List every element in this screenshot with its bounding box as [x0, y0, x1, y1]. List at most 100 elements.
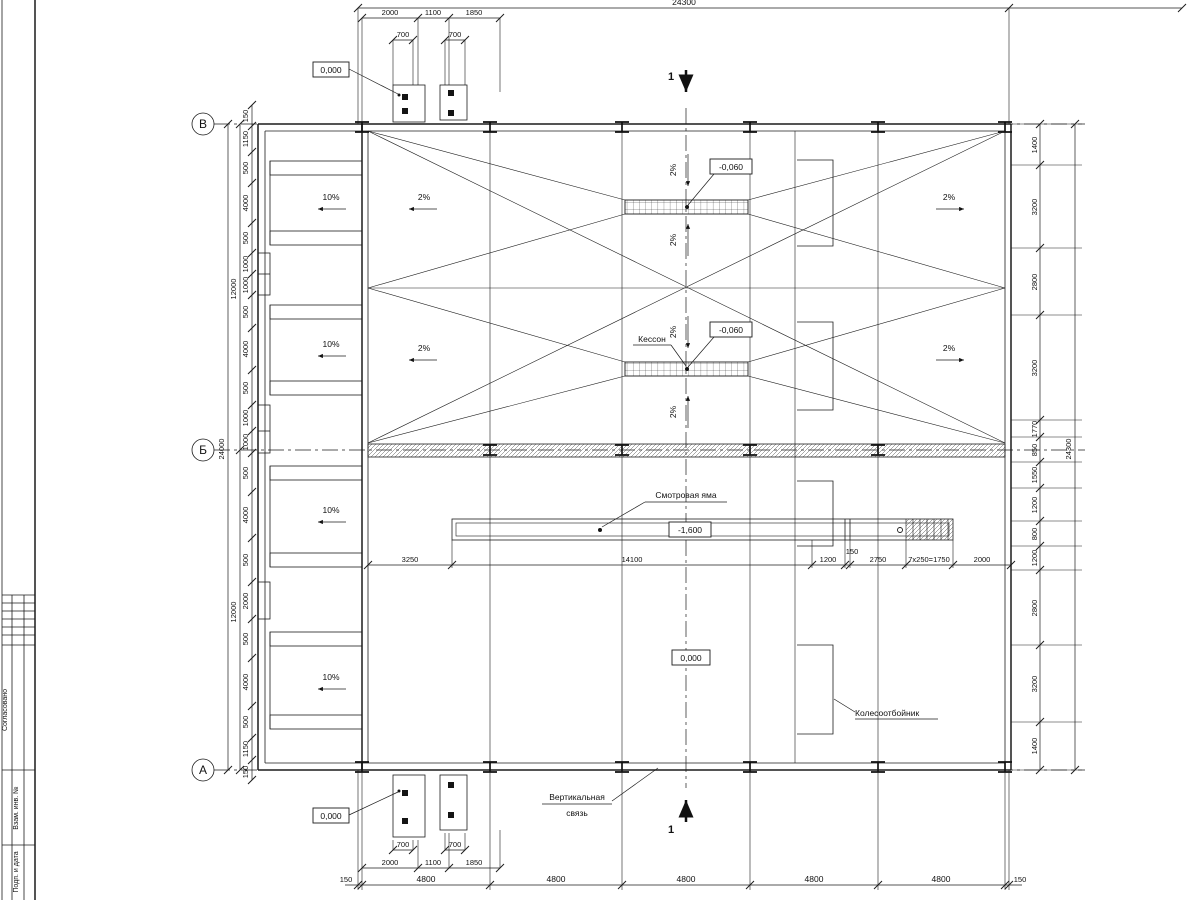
- dim-label: 12000: [229, 602, 238, 623]
- dim-label: 4000: [241, 341, 250, 358]
- pit-label: Смотровая яма: [655, 490, 716, 500]
- slope-2: 2%: [668, 405, 678, 418]
- dim-label: 2000: [241, 593, 250, 610]
- dimensions-left: 150 1150 500 4000 500 1000 1000 500 4000…: [217, 100, 257, 785]
- dim-label: 1150: [241, 741, 250, 757]
- dim-label: 500: [241, 716, 250, 729]
- dim-label: 850: [1030, 444, 1039, 457]
- columns: [354, 121, 1013, 773]
- dim-label: 4800: [932, 874, 951, 884]
- brace-label-2: связь: [566, 808, 588, 818]
- dim-label: 500: [241, 554, 250, 567]
- level-zero-center: 0,000: [680, 653, 702, 663]
- dim-label: 14100: [622, 555, 643, 564]
- brace-label-1: Вертикальная: [549, 792, 605, 802]
- slope-10: 10%: [322, 505, 339, 515]
- section-number-top: 1: [668, 71, 674, 83]
- caisson-1: [624, 199, 749, 215]
- slope-2: 2%: [668, 233, 678, 246]
- dim-label: 1400: [1030, 738, 1039, 755]
- stamp-sign: Подп. и дата: [13, 851, 20, 892]
- axis-letter-a: А: [199, 763, 207, 777]
- dim-label: 1550: [1030, 467, 1039, 484]
- dim-label: 4800: [805, 874, 824, 884]
- slope-labels: 10% 10% 10% 10% 2% 2% 2% 2% 2% 2% 2% 2%: [318, 154, 964, 692]
- dimensions-bottom: 150 4800 4800 4800 4800 4800 150 2000 11…: [340, 770, 1027, 890]
- stamp-agreed: Согласовано: [2, 689, 9, 731]
- slope-2: 2%: [943, 343, 956, 353]
- dim-label: 500: [241, 232, 250, 245]
- dim-label: 12000: [229, 279, 238, 300]
- dim-label: 1770: [1030, 421, 1039, 438]
- dimensions-top: 24300 2000 1100 1850 700 700: [353, 0, 1187, 124]
- floor-slope-diagonals: [367, 130, 1006, 444]
- title-block: Согласовано Взам. инв. № Подп. и дата: [1, 0, 36, 900]
- slope-2: 2%: [668, 325, 678, 338]
- entry-details-top: [392, 84, 468, 123]
- level-caisson-1: -0,060: [719, 162, 743, 172]
- inspection-pit: -1,600: [451, 518, 954, 541]
- dim-label: 1000: [241, 410, 250, 427]
- dim-label: 1200: [1030, 550, 1039, 567]
- dim-label: 7х250=1750: [908, 555, 950, 564]
- dim-label: 1100: [425, 858, 441, 867]
- slope-2: 2%: [668, 163, 678, 176]
- dim-label: 1200: [820, 555, 837, 564]
- dim-label: 1200: [1030, 497, 1039, 514]
- dim-overall-top: 24300: [672, 0, 696, 7]
- slope-2: 2%: [418, 343, 431, 353]
- dim-label: 1000: [241, 277, 250, 294]
- dim-label: 1850: [466, 858, 483, 867]
- level-caisson-2: -0,060: [719, 325, 743, 335]
- slope-10: 10%: [322, 672, 339, 682]
- kesson-label: Кессон: [638, 334, 666, 344]
- dim-label: 2800: [1030, 600, 1039, 617]
- dim-label: 2000: [382, 858, 399, 867]
- annotations: 0,000 0,000 0,000 -0,060 -0,060 Кессон С…: [312, 61, 938, 824]
- slope-2: 2%: [418, 192, 431, 202]
- dim-label: 150: [846, 547, 859, 556]
- dim-label: 1100: [425, 8, 441, 17]
- axis-bubble-a: [191, 758, 215, 782]
- dim-label: 800: [1030, 528, 1039, 541]
- section-marks: 1 1: [668, 70, 694, 836]
- dim-label: 1150: [241, 131, 250, 147]
- dim-label: 24000: [217, 439, 226, 460]
- axis-letter-v: В: [199, 117, 207, 131]
- dim-label: 2750: [870, 555, 887, 564]
- level-box-pit: [668, 521, 712, 538]
- level-zero-top: 0,000: [320, 65, 342, 75]
- dim-label: 4800: [677, 874, 696, 884]
- slope-10: 10%: [322, 192, 339, 202]
- wheel-guard-label: Колесоотбойник: [855, 708, 919, 718]
- dim-label: 2000: [974, 555, 991, 564]
- dim-label: 150: [340, 875, 353, 884]
- wall-nook-3: [257, 581, 271, 620]
- slope-2: 2%: [943, 192, 956, 202]
- axis-letter-b: Б: [199, 443, 207, 457]
- dim-label: 1000: [241, 434, 250, 451]
- dim-label: 2000: [382, 8, 399, 17]
- building-walls: [257, 123, 1012, 771]
- dim-label: 500: [241, 633, 250, 646]
- dim-label: 700: [449, 30, 462, 39]
- dim-label: 150: [1014, 875, 1027, 884]
- axis-bubble-v: [191, 112, 215, 136]
- dim-label: 500: [241, 382, 250, 395]
- dim-label: 500: [241, 162, 250, 175]
- dim-label: 4800: [417, 874, 436, 884]
- dim-label: 700: [397, 30, 410, 39]
- stamp-inv: Взам. инв. №: [13, 786, 20, 829]
- dim-label: 150: [241, 110, 250, 123]
- dim-label: 2800: [1030, 274, 1039, 291]
- dim-label: 700: [449, 840, 462, 849]
- wall-nook-2: [257, 404, 271, 454]
- dim-label: 3200: [1030, 676, 1039, 693]
- dim-label: 700: [397, 840, 410, 849]
- axis-bubble-b: [191, 438, 215, 462]
- dim-label: 4800: [547, 874, 566, 884]
- dimensions-pit: 3250 14100 1200 150 2750 7х250=1750 2000: [363, 540, 1016, 570]
- dim-label: 150: [241, 766, 250, 779]
- dim-label: 3200: [1030, 199, 1039, 216]
